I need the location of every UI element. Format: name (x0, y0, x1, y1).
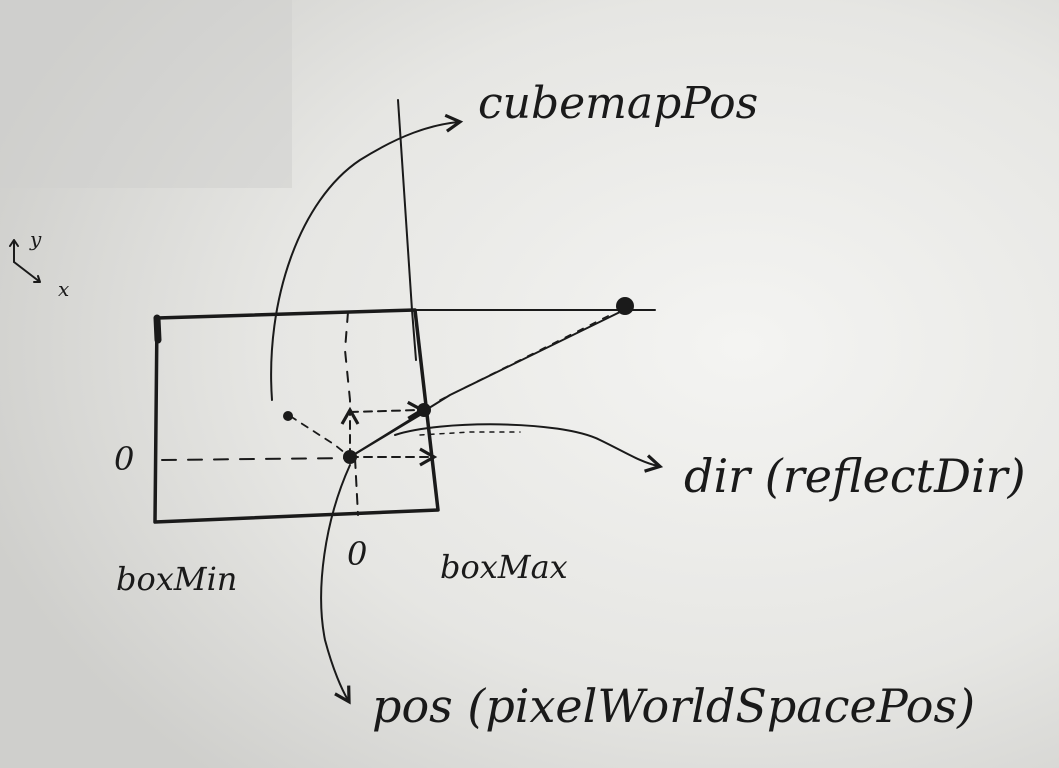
label-cubemap-pos: cubemapPos (478, 78, 758, 129)
pos-pointer-curve (320, 464, 351, 705)
paper-fold-shadow (0, 0, 292, 188)
reflect-dir-line (349, 311, 621, 458)
label-box-min: boxMin (116, 560, 237, 598)
dir-pointer-curve (394, 423, 664, 473)
dir-dashed-link (419, 431, 521, 436)
cubemap-dashed-link (289, 415, 351, 458)
box-corner-mark (153, 314, 162, 344)
axis-x-arrow (13, 261, 41, 283)
label-axis-x: x (58, 277, 69, 301)
intersection-dot (616, 297, 634, 315)
vertical-dashed-line (344, 311, 351, 411)
zero-dashed-line (161, 457, 351, 461)
vertical-line (397, 99, 417, 361)
label-axis-y: y (29, 227, 42, 251)
cubemap-pointer-curve (270, 113, 464, 401)
box-outline (153, 308, 440, 524)
label-dir: dir (reflectDir) (684, 449, 1026, 503)
label-zero-y: 0 (114, 440, 134, 478)
axis-y-arrow (9, 239, 19, 263)
label-box-max: boxMax (440, 548, 568, 586)
lower-dashed-line (354, 457, 359, 516)
label-pos: pos (pixelWorldSpacePos) (372, 679, 975, 733)
label-zero-x: 0 (347, 535, 367, 573)
cubemap-source-dot (283, 411, 293, 421)
top-vector (349, 400, 426, 420)
